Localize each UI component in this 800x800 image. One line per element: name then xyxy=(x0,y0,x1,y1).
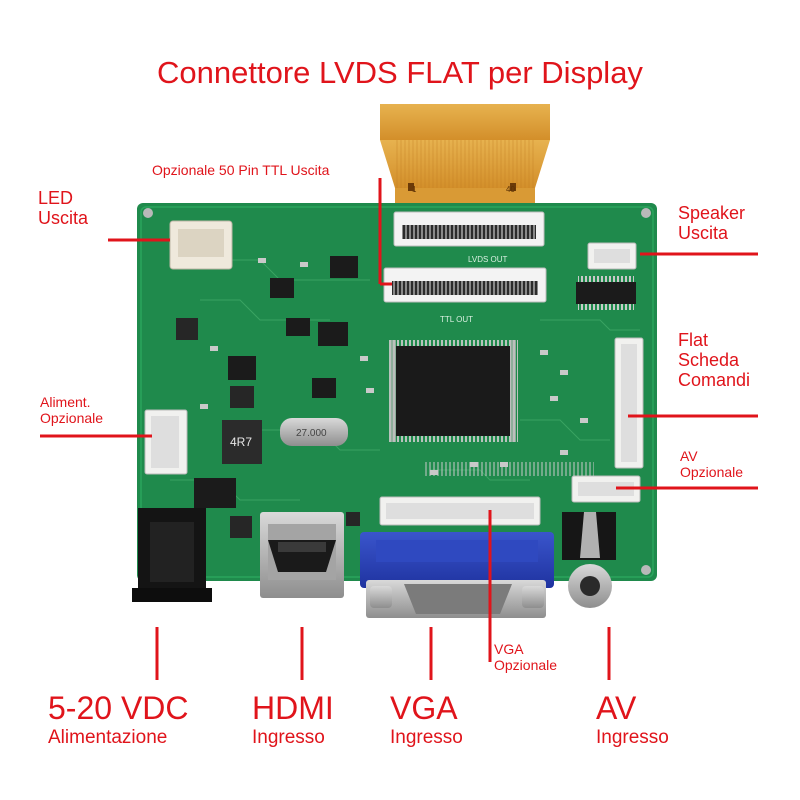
label-av-sub: Ingresso xyxy=(596,727,669,748)
label-led: LED Uscita xyxy=(38,188,88,228)
label-hdmi-main: HDMI xyxy=(252,690,334,726)
main-processor-chip xyxy=(388,340,518,442)
label-speaker-line1: Speaker xyxy=(678,203,746,223)
chip-pads-row xyxy=(424,462,594,476)
label-speaker: Speaker Uscita xyxy=(678,203,745,243)
label-vga-main: VGA xyxy=(390,690,458,726)
label-ttl-optional: Opzionale 50 Pin TTL Uscita xyxy=(152,162,330,178)
label-av-optional: AV Opzionale xyxy=(680,448,744,480)
vga-optional-connector xyxy=(379,496,541,526)
label-flat-line2: Scheda xyxy=(678,350,740,371)
label-av-optional-line1: AV xyxy=(680,448,698,464)
label-flat-line1: Flat xyxy=(678,330,709,350)
label-flat: Flat Scheda Comandi xyxy=(678,330,750,390)
power-optional-connector xyxy=(144,409,188,475)
led-connector xyxy=(169,220,233,270)
page-title: Connettore LVDS FLAT per Display xyxy=(157,55,643,90)
label-flat-line3: Comandi xyxy=(678,370,751,391)
label-vga-optional-line2: Opzionale xyxy=(494,656,558,673)
flat-controls-connector xyxy=(614,337,644,469)
label-led-line2: Uscita xyxy=(38,208,89,229)
silk-pin1: 1 xyxy=(412,185,417,194)
hdmi-port xyxy=(260,512,344,598)
vga-port xyxy=(360,532,554,618)
silkscreen: LVDS OUT TTL OUT 1 40 xyxy=(412,185,515,324)
silk-pin40: 40 xyxy=(506,185,515,194)
label-vga-sub: Ingresso xyxy=(390,727,463,748)
smd-parts xyxy=(200,258,588,475)
lvds-flex-cable xyxy=(380,104,550,212)
crystal xyxy=(280,418,348,446)
av-optional-connector xyxy=(571,475,641,503)
label-power-input: 5-20 VDC Alimentazione xyxy=(48,692,189,747)
label-aliment: Aliment. Opzionale xyxy=(40,394,104,426)
label-power-sub: Alimentazione xyxy=(48,727,168,748)
inductor-marking: 4R7 xyxy=(230,435,252,449)
label-hdmi-input: HDMI Ingresso xyxy=(252,692,334,747)
audio-amp-chip xyxy=(576,276,636,310)
lvds-connector xyxy=(393,211,545,247)
label-power-main: 5-20 VDC xyxy=(48,690,189,726)
label-av-optional-line2: Opzionale xyxy=(680,463,744,480)
label-av-main: AV xyxy=(596,690,637,726)
capacitors xyxy=(176,318,360,538)
label-led-line1: LED xyxy=(38,188,74,208)
silk-lvds: LVDS OUT xyxy=(468,255,508,264)
label-aliment-line2: Opzionale xyxy=(40,409,104,426)
label-vga-optional: VGA Opzionale xyxy=(494,641,558,673)
label-vga-input: VGA Ingresso xyxy=(390,692,463,747)
label-aliment-line1: Aliment. xyxy=(40,394,91,410)
label-hdmi-sub: Ingresso xyxy=(252,727,325,748)
small-ics xyxy=(194,256,358,508)
label-vga-optional-line1: VGA xyxy=(494,641,524,657)
ttl-connector xyxy=(383,267,547,303)
crystal-marking: 27.000 xyxy=(296,428,327,439)
silk-ttl: TTL OUT xyxy=(440,315,473,324)
pointer-lines xyxy=(40,178,758,680)
inductor xyxy=(222,420,262,464)
dc-jack xyxy=(132,508,212,602)
label-av-input: AV Ingresso xyxy=(596,692,669,747)
label-speaker-line2: Uscita xyxy=(678,223,729,244)
av-rca-jack xyxy=(562,512,616,608)
speaker-connector xyxy=(587,242,637,270)
